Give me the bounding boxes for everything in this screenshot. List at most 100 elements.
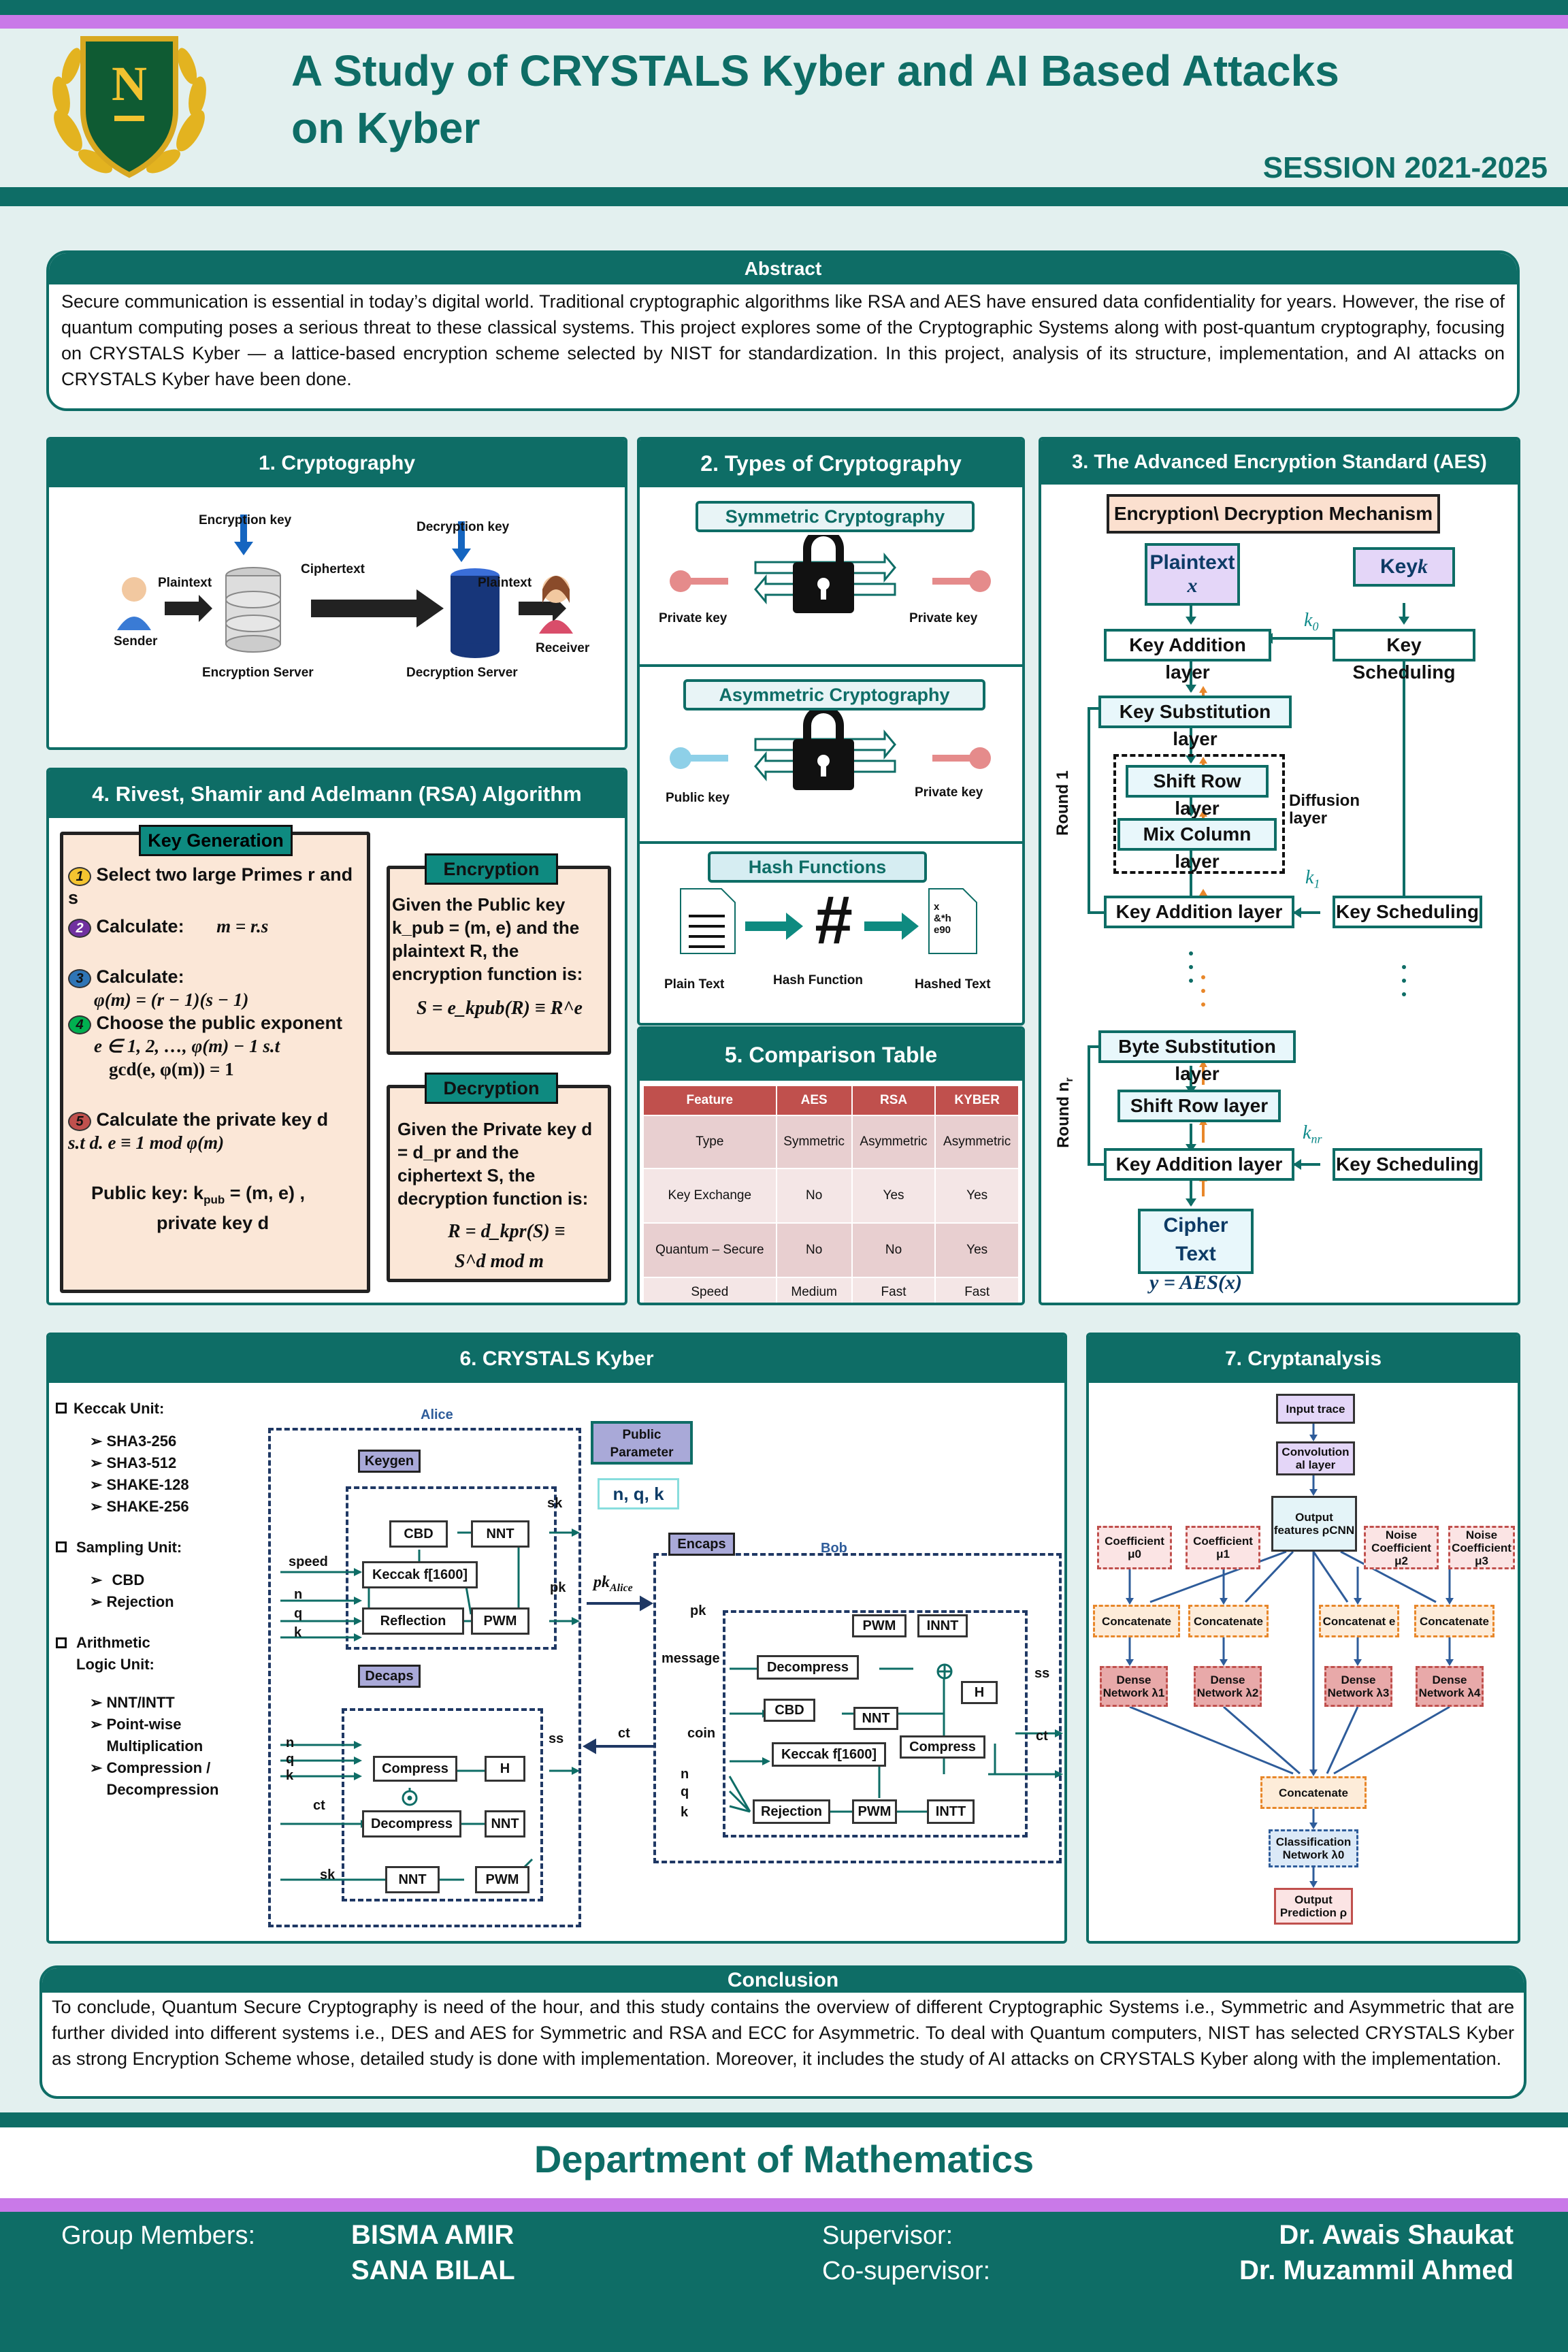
compress-block: Compress — [373, 1756, 457, 1782]
table-cell: Speed — [642, 1277, 777, 1303]
col-header: RSA — [851, 1085, 936, 1116]
rsa-heading: 4. Rivest, Shamir and Adelmann (RSA) Alg… — [49, 770, 625, 818]
list-item: ➢ Rejection — [90, 1593, 174, 1610]
footer-panel — [0, 2212, 1568, 2352]
list-item: ➢Compression / Decompression — [90, 1757, 233, 1801]
knr-text: k — [1303, 1122, 1311, 1143]
cbd-block: CBD — [764, 1699, 815, 1722]
table-cell: Fast — [851, 1277, 936, 1303]
ss-label: ss — [1034, 1666, 1050, 1681]
keccak-block: Keccak f[1600] — [362, 1561, 478, 1588]
dense-network-3: Dense Network λ3 — [1324, 1666, 1392, 1707]
coin-label: coin — [687, 1726, 716, 1741]
nnt-block: NNT — [853, 1707, 898, 1730]
abstract-heading: Abstract — [49, 253, 1517, 284]
list-item-text: SHAKE-256 — [106, 1498, 189, 1515]
innt-block: INNT — [917, 1614, 968, 1637]
knr-sub: nr — [1311, 1132, 1322, 1146]
sk-label: sk — [320, 1867, 336, 1882]
unit-alu: Arithmetic Logic Unit: — [56, 1632, 260, 1676]
rejection-block: Rejection — [753, 1799, 830, 1824]
table-cell: Yes — [851, 1168, 936, 1224]
list-item-text: Compression / Decompression — [106, 1759, 219, 1798]
pk-alice-text: pk — [593, 1573, 610, 1591]
k-label: k — [286, 1768, 294, 1783]
plaintext-label: Plaintext — [1149, 551, 1235, 574]
list-item-text: CBD — [112, 1571, 145, 1588]
cosupervisor-name: Dr. Muzammil Ahmed — [1239, 2255, 1514, 2285]
aes-heading: 3. The Advanced Encryption Standard (AES… — [1041, 440, 1518, 485]
concatenate-box-3: Concatenat e — [1319, 1605, 1399, 1637]
unit-title: Sampling Unit: — [76, 1539, 182, 1556]
hash-function-label: Hash Function — [773, 973, 863, 987]
pwm-block: PWM — [475, 1866, 529, 1893]
types-panel: 2. Types of Cryptography Symmetric Crypt… — [637, 437, 1025, 1026]
list-item: ➢ SHA3-512 — [90, 1454, 177, 1471]
round-1-label: Round 1 — [1054, 770, 1072, 836]
sender-label: Sender — [114, 634, 158, 649]
encryption-box — [387, 866, 611, 1055]
key-addition-box-3: Key Addition layer — [1104, 1148, 1294, 1181]
table-cell: Symmetric — [775, 1115, 853, 1169]
session-label: SESSION 2021-2025 — [1262, 151, 1548, 184]
step-3: 3 Calculate: — [68, 965, 368, 988]
decryption-eq-2: S^d mod m — [455, 1251, 544, 1272]
member-2: SANA BILAL — [351, 2255, 515, 2285]
pwm-block: PWM — [852, 1799, 897, 1824]
table-cell: No — [851, 1222, 936, 1278]
speed-label: speed — [289, 1554, 328, 1569]
mix-column-box: Mix Column layer — [1117, 818, 1277, 872]
bob-container — [653, 1553, 1062, 1863]
step-4-eq2: gcd(e, φ(m)) = 1 — [109, 1059, 234, 1079]
public-key-label: Public key: k — [91, 1183, 204, 1203]
sk-label: sk — [547, 1496, 563, 1511]
coefficient-1-box: Coefficient μ1 — [1186, 1526, 1260, 1569]
logo-underline — [114, 116, 144, 121]
unit-title: Keccak Unit: — [74, 1400, 165, 1417]
step-1: 1 Select two large Primes r and s — [68, 863, 368, 909]
unit-items: ➢ NNT/INTT ➢Point-wise Multiplication ➢C… — [56, 1692, 233, 1801]
decryption-key-label: Decryption key — [416, 520, 510, 534]
list-item-text: SHA3-512 — [106, 1454, 177, 1471]
key-var: k — [1418, 555, 1428, 578]
k1-sub: 1 — [1313, 877, 1320, 891]
keccak-block: Keccak f[1600] — [772, 1742, 886, 1767]
output-features-box: Output features ρCNN — [1271, 1496, 1357, 1552]
table-cell: Yes — [934, 1222, 1019, 1278]
input-trace-box: Input trace — [1276, 1394, 1355, 1424]
q-label: q — [681, 1784, 689, 1799]
asym-public-key: Public key — [666, 791, 730, 805]
dense-network-1: Dense Network λ1 — [1100, 1666, 1168, 1707]
cryptography-panel: 1. Cryptography Encryption key Decryptio… — [46, 437, 627, 750]
hash-functions-label: Hash Functions — [708, 851, 927, 883]
diffusion-label: Diffusion layer — [1289, 791, 1360, 828]
encryption-server-label: Encryption Server — [202, 666, 314, 680]
step-2-text: Calculate: — [96, 916, 184, 936]
k0-label: k0 — [1304, 610, 1318, 634]
h-block: H — [485, 1756, 525, 1782]
step-3-eq: φ(m) = (r − 1)(s − 1) — [94, 990, 249, 1010]
table-cell: No — [775, 1222, 853, 1278]
pk-label: pk — [550, 1580, 566, 1595]
pwm-block: PWM — [471, 1607, 529, 1635]
step-4-text: Choose the public exponent — [96, 1013, 343, 1033]
step-badge-3: 3 — [68, 969, 91, 988]
col-header: Feature — [642, 1085, 777, 1116]
ct-transfer-label: ct — [618, 1726, 630, 1741]
noise-coefficient-2-box: Noise Coefficient μ2 — [1364, 1526, 1439, 1569]
cipher-text-box: Cipher Text y = AES(x) — [1138, 1209, 1254, 1294]
top-bar-accent — [0, 15, 1568, 29]
logo-letter: N — [112, 56, 147, 111]
aes-mechanism-title: Encryption\ Decryption Mechanism — [1107, 494, 1440, 534]
public-parameter-box: Public Parameter — [591, 1421, 693, 1465]
dense-network-2: Dense Network λ2 — [1194, 1666, 1262, 1707]
round-nr-label: Round nr — [1054, 1060, 1076, 1148]
step-5-eq: s.t d. e ≡ 1 mod φ(m) — [68, 1132, 225, 1153]
message-label: message — [662, 1651, 720, 1666]
k1-text: k — [1305, 867, 1314, 888]
table-cell: Medium — [775, 1277, 853, 1303]
rsa-panel: 4. Rivest, Shamir and Adelmann (RSA) Alg… — [46, 768, 627, 1305]
step-5-text: Calculate the private key d — [96, 1109, 329, 1130]
list-item-text: Point-wise Multiplication — [106, 1716, 203, 1754]
